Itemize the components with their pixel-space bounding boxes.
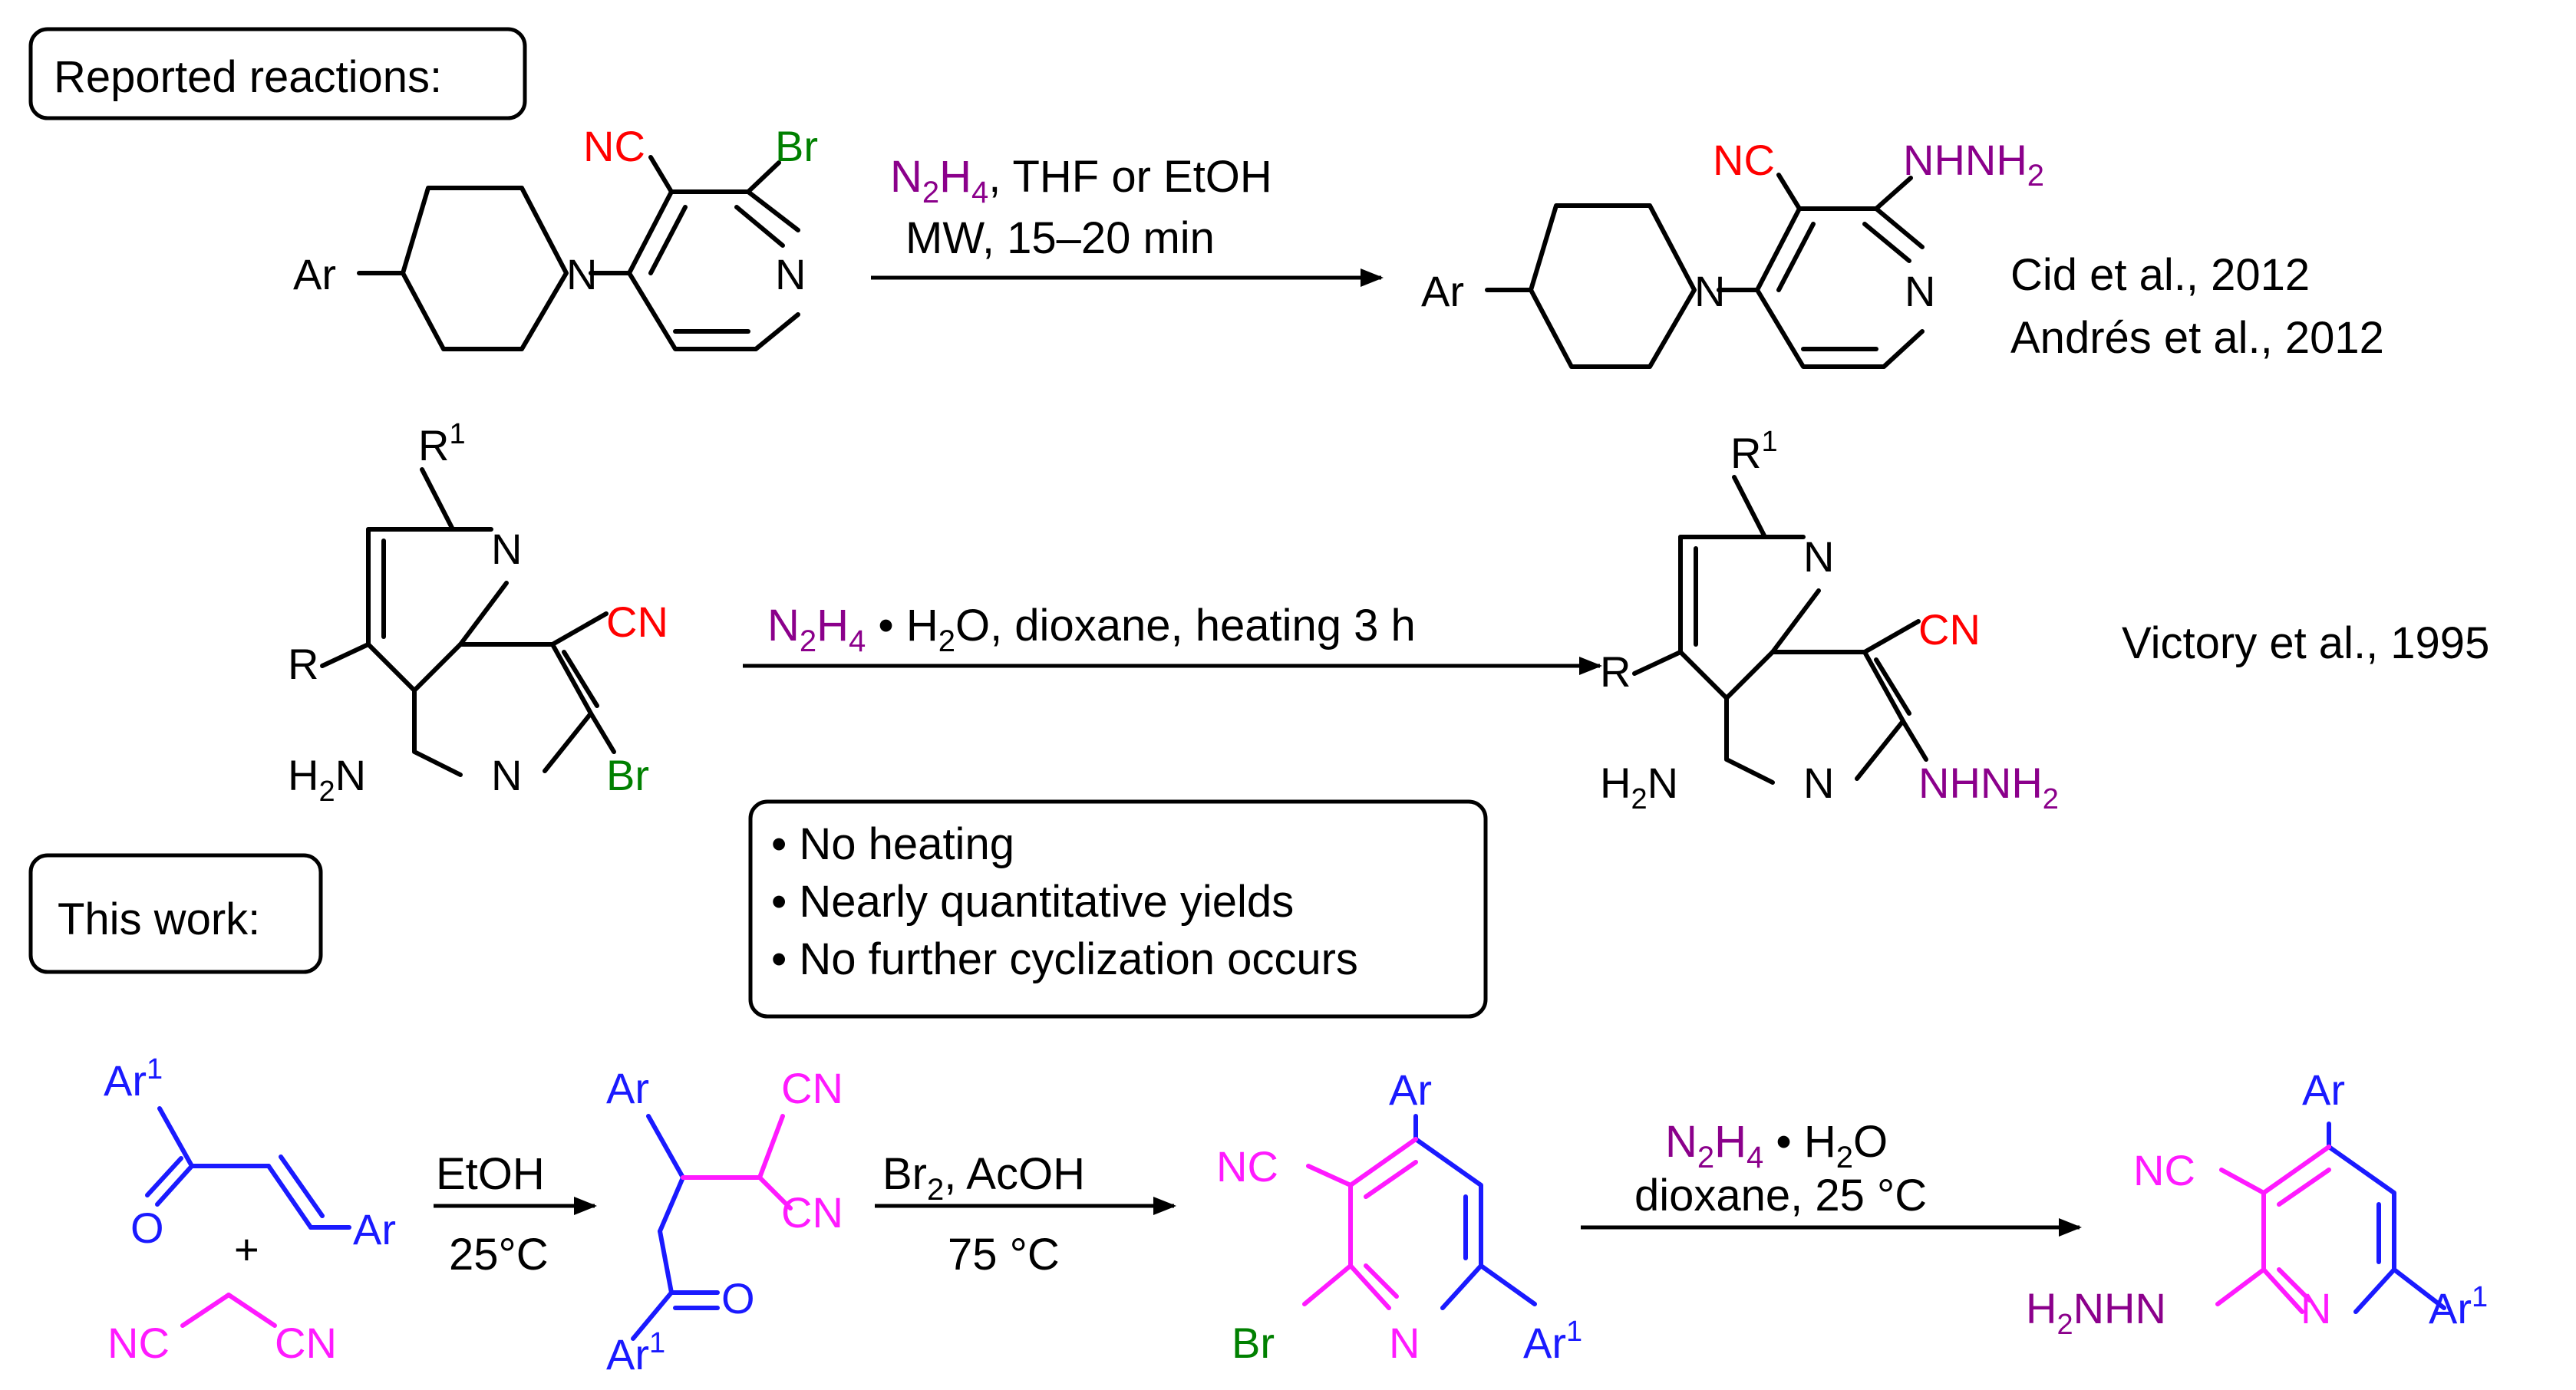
step3-top: N2H4 • H2O [1665, 1117, 1888, 1174]
product-hydrazine-label: H2NHN [2026, 1284, 2166, 1341]
reaction1-ref-1: Cid et al., 2012 [2010, 250, 2310, 300]
adduct-ar-label: Ar [606, 1064, 649, 1112]
bromopyridine-nc-label: NC [1216, 1142, 1278, 1191]
r2-br-label: Br [606, 751, 649, 799]
product-nc-label: NC [2133, 1146, 2195, 1194]
this-work-label: This work: [58, 894, 260, 944]
adduct-ar1-label: Ar1 [606, 1327, 665, 1378]
r2-n-bot-label: N [491, 751, 522, 799]
r2-cn-label: CN [606, 598, 668, 646]
reaction2-reactant: R1 N R CN N H2N Br [288, 418, 668, 808]
reaction1-ref-2: Andrés et al., 2012 [2010, 313, 2384, 363]
chalcone-ar1-label: Ar1 [104, 1053, 163, 1105]
reaction1-product: Ar N N NC NHNH2​ [1421, 136, 2044, 369]
p1-cn-label: NC [1713, 136, 1775, 184]
reported-reactions-label: Reported reactions: [54, 52, 442, 102]
michael-adduct: Ar CN CN O Ar1 [606, 1064, 843, 1378]
reaction1-reactant: Ar N N NC Br [293, 122, 818, 351]
hydrazinopyridine-product: Ar NC H2NHN N Ar1 [2026, 1066, 2488, 1341]
step3-bottom: dioxane, 25 °C [1634, 1171, 1927, 1220]
p1-n-pyr-label: N [1905, 267, 1935, 315]
chalcone: Ar1 O Ar [104, 1053, 396, 1253]
r1-n-pip-label: N [566, 250, 597, 298]
product-ar1-label: Ar1 [2429, 1281, 2488, 1332]
feature-3: • No further cyclization occurs [771, 934, 1358, 984]
malononitrile-cn-label: CN [275, 1319, 337, 1367]
r2-r1-label: R1 [418, 418, 466, 469]
p2-n-top-label: N [1803, 532, 1834, 581]
p2-hydrazine-label: NHNH2 [1918, 759, 2059, 815]
plus-sign: + [234, 1225, 259, 1273]
r1-br-label: Br [775, 122, 818, 170]
product-ar-label: Ar [2302, 1066, 2345, 1114]
chalcone-ar-label: Ar [353, 1205, 396, 1253]
adduct-o-label: O [721, 1274, 755, 1322]
r2-nh2-label: H2N [288, 751, 366, 808]
p2-n-bot-label: N [1803, 759, 1834, 807]
p2-nh2-label: H2N [1600, 759, 1678, 815]
r1-n-pyr-label: N [775, 250, 806, 298]
feature-1: • No heating [771, 819, 1014, 869]
malononitrile: NC CN [107, 1293, 337, 1367]
p2-r1-label: R1 [1730, 426, 1778, 477]
bromopyridine: Ar NC Br N Ar1 [1216, 1066, 1582, 1367]
reaction2-product: R1 N R CN N H2N NHNH2 [1600, 426, 2059, 815]
step2-top: Br2, AcOH [882, 1149, 1085, 1207]
p2-cn-label: CN [1918, 605, 1981, 654]
p1-hydrazine-label: NHNH2​ [1903, 136, 2044, 193]
feature-2: • Nearly quantitative yields [771, 877, 1294, 927]
features-box [748, 799, 1488, 1019]
step2-bottom: 75 °C [948, 1230, 1060, 1280]
product-n-label: N [2301, 1284, 2331, 1332]
p2-r-label: R [1600, 647, 1631, 696]
malononitrile-nc-label: NC [107, 1319, 170, 1367]
reaction2-ref: Victory et al., 1995 [2122, 618, 2489, 668]
r1-cn-label: NC [583, 122, 645, 170]
adduct-cn-top-label: CN [781, 1064, 843, 1112]
adduct-cn-bot-label: CN [781, 1188, 843, 1237]
r2-n-top-label: N [491, 525, 522, 573]
reaction2-conditions: N2​H4​ • H2​O, dioxane, heating 3 h [767, 601, 1416, 658]
reported-reactions-box [28, 27, 527, 120]
bromopyridine-br-label: Br [1232, 1319, 1275, 1367]
step1-top: EtOH [436, 1149, 545, 1199]
p1-n-pip-label: N [1694, 267, 1725, 315]
bromopyridine-ar1-label: Ar1 [1523, 1316, 1582, 1367]
reaction1-conditions-line2: MW, 15–20 min [905, 213, 1215, 263]
r2-r-label: R [288, 640, 318, 688]
bromopyridine-ar-label: Ar [1389, 1066, 1432, 1114]
reaction1-conditions-line1: N2​H4​, THF or EtOH [890, 152, 1272, 209]
p1-ar-label: Ar [1421, 267, 1464, 315]
this-work-box [28, 853, 323, 974]
bromopyridine-n-label: N [1389, 1319, 1420, 1367]
chalcone-o-label: O [130, 1204, 164, 1252]
step1-bottom: 25°C [449, 1230, 549, 1280]
r1-ar-label: Ar [293, 250, 336, 298]
